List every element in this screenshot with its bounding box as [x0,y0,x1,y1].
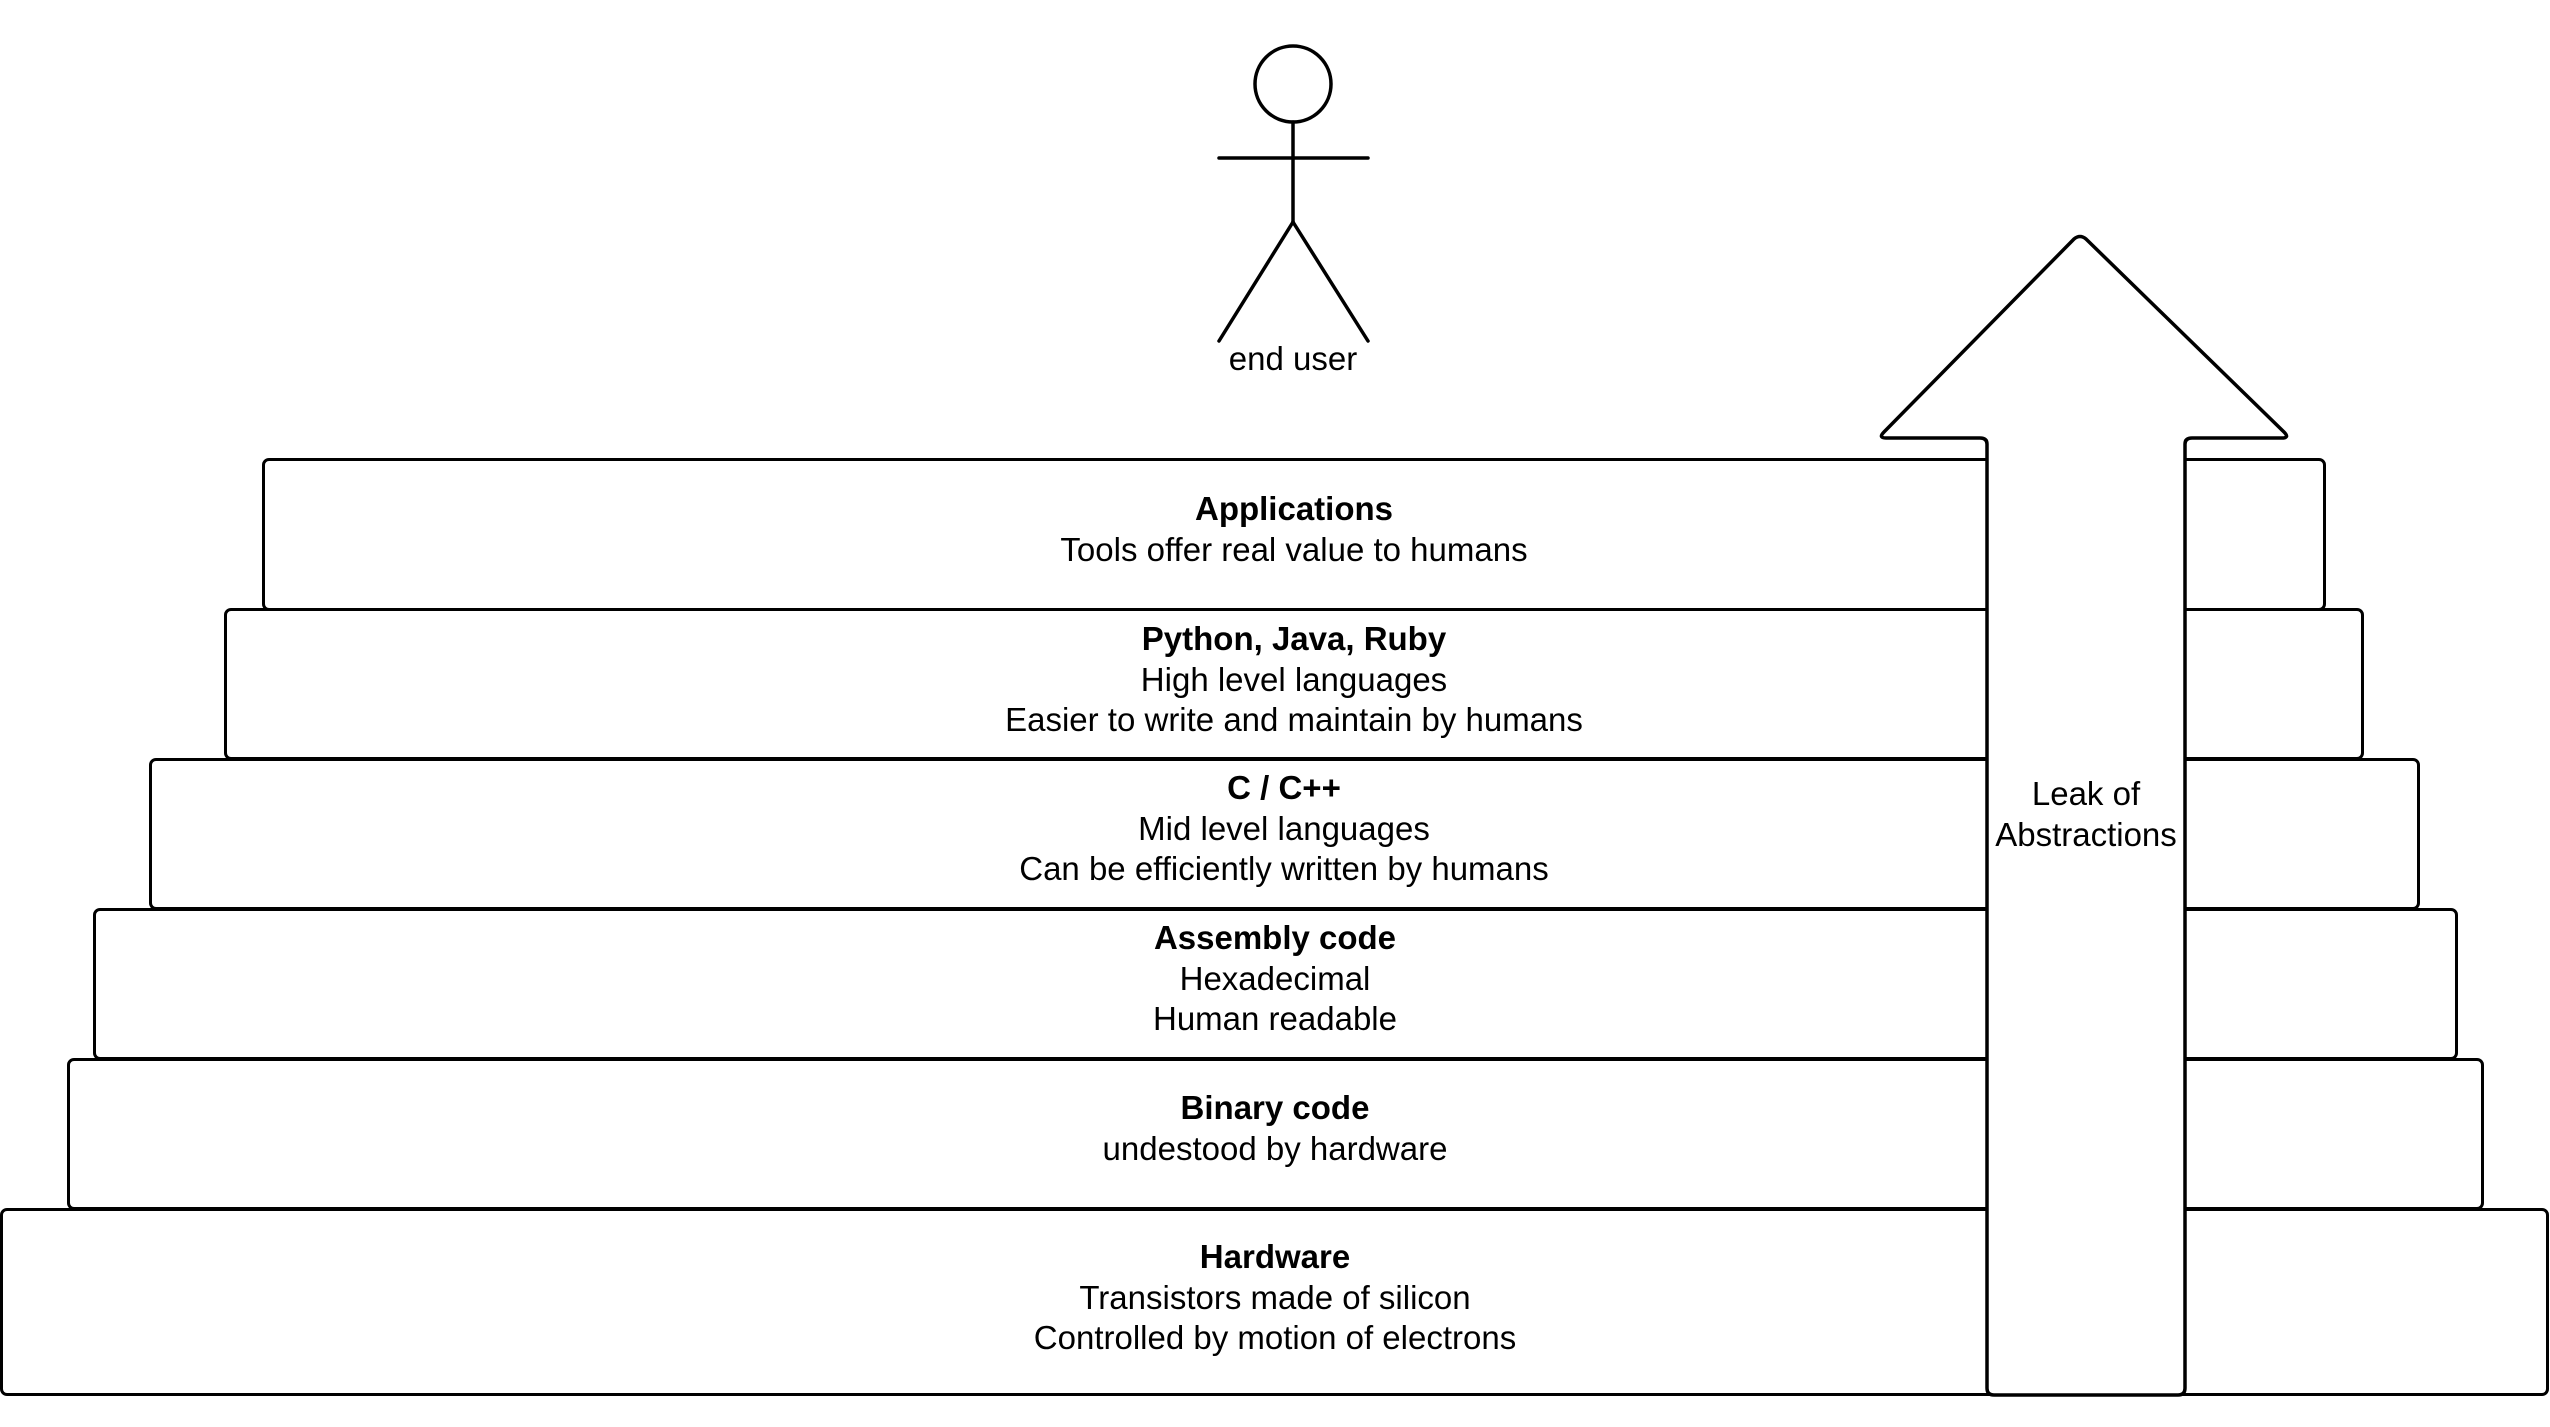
layer-description: Hexadecimal [1179,959,1371,997]
layer-description: Tools offer real value to humans [1060,530,1528,568]
layer-title: C / C++ [1227,769,1341,806]
layer-title: Applications [1194,490,1394,527]
end-user-label: end user [1228,340,1358,377]
layer-description: High level languages [1140,660,1448,698]
layer-text-assembly-code: Assembly code Hexadecimal Human readable [1025,918,1525,1040]
arrow-label: Leak of Abstractions [1986,774,2186,855]
arrow-label-line: Abstractions [1995,815,2177,853]
layer-description: Easier to write and maintain by humans [1005,701,1583,738]
layer-description: Human readable [1153,1000,1397,1037]
layer-description: Mid level languages [1138,809,1430,847]
layer-description: Can be efficiently written by humans [1019,850,1549,887]
layer-text-applications: Applications Tools offer real value to h… [994,489,1594,570]
stick-figure-icon [1217,44,1370,343]
layer-title: Binary code [1180,1089,1370,1126]
layer-applications [262,458,2326,611]
layer-title: Assembly code [1153,919,1397,956]
layer-description: undestood by hardware [1102,1129,1448,1167]
layer-text-binary-code: Binary code undestood by hardware [1025,1088,1525,1169]
layer-title: Python, Java, Ruby [1141,620,1447,657]
arrow-label-line: Leak of [2031,775,2141,812]
up-arrow-icon [1879,234,2289,1397]
layer-text-mid-level-languages: C / C++ Mid level languages Can be effic… [934,768,1634,890]
layer-description: Transistors made of silicon [1079,1278,1471,1316]
layer-title: Hardware [1199,1238,1351,1275]
layer-text-hardware: Hardware Transistors made of silicon Con… [975,1237,1575,1359]
layer-text-high-level-languages: Python, Java, Ruby High level languages … [944,619,1644,741]
layer-description: Controlled by motion of electrons [1033,1319,1517,1356]
